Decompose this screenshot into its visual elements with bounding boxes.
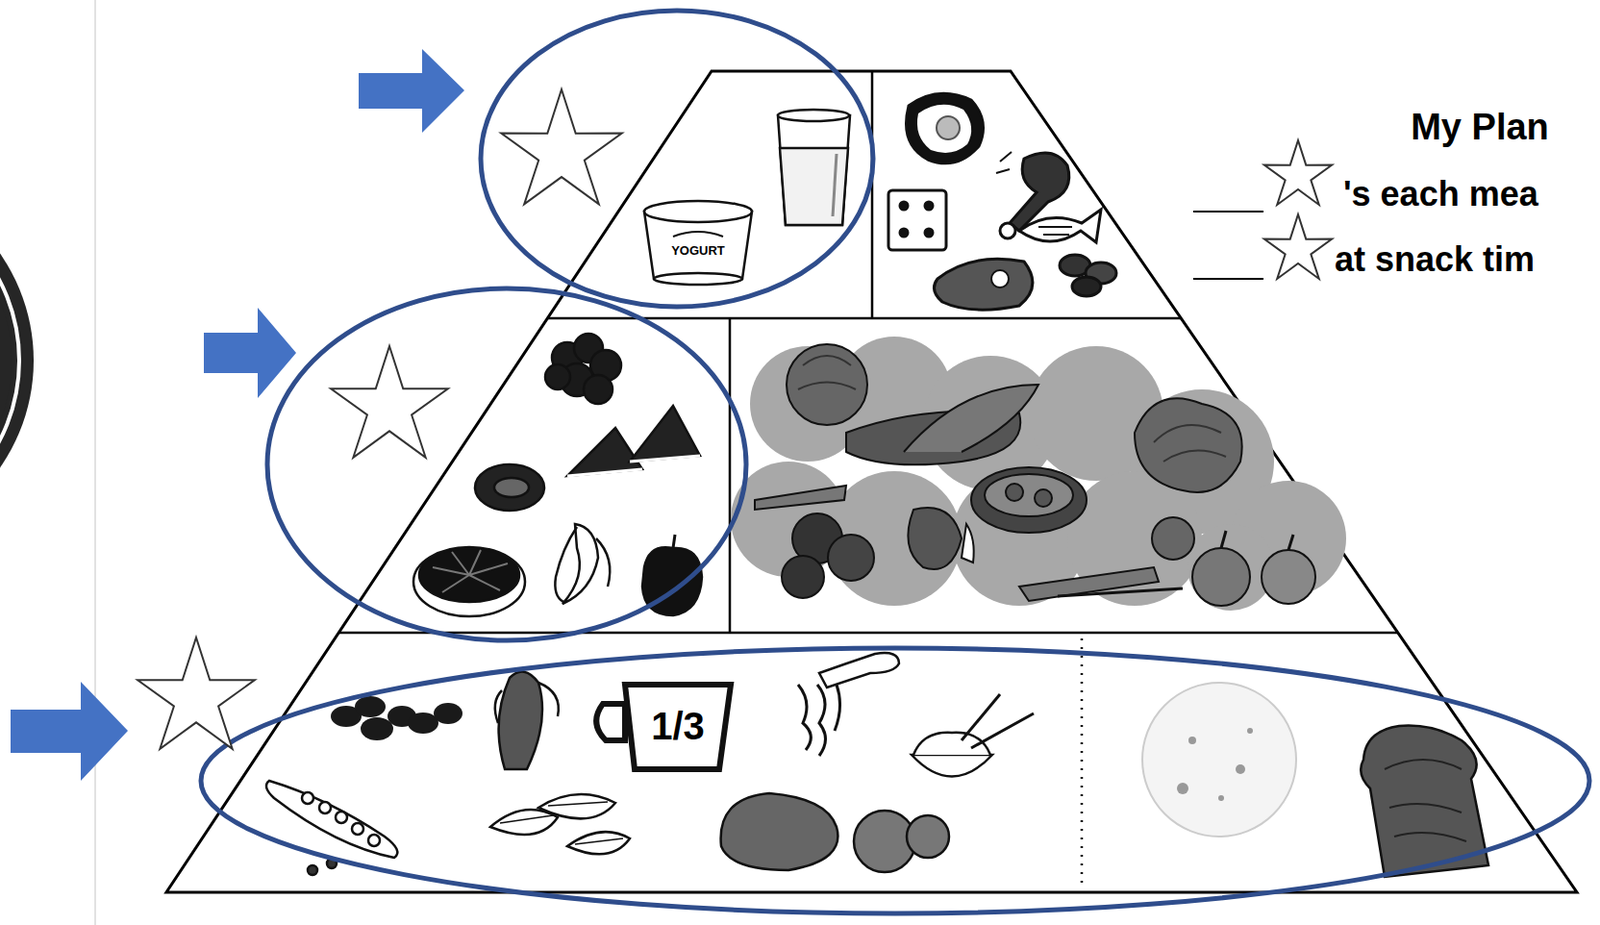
plan-note: at snack tim [1334, 240, 1535, 279]
slide-decoration [0, 0, 96, 925]
pyramid-frame [166, 71, 1577, 893]
blank-lines [1193, 211, 1264, 279]
fruit-foods [413, 333, 702, 617]
plan-heading: My Plan [1410, 107, 1550, 149]
highlight-ellipses [200, 10, 1590, 914]
yogurt-label: YOGURT [671, 244, 725, 258]
plan-note: 's each mea [1343, 175, 1539, 214]
measure-label: 1/3 [650, 704, 705, 748]
star-symbols [137, 89, 1332, 750]
grain-foods [266, 652, 1489, 877]
pointer-arrows [10, 49, 465, 781]
protein-foods [888, 93, 1117, 310]
vegetable-foods [730, 336, 1347, 611]
